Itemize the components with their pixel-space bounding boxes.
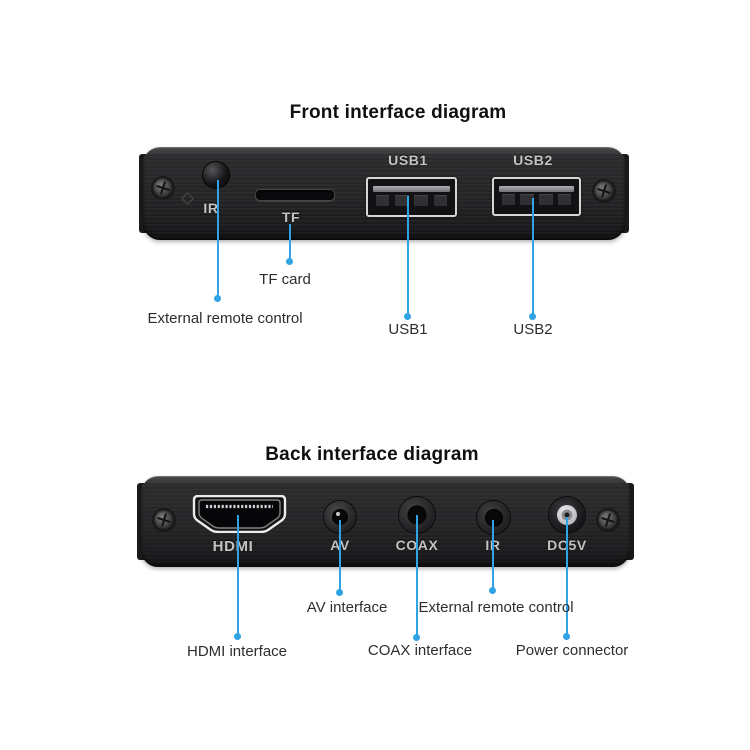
usb-tongue <box>373 186 450 192</box>
callout-line-usb2 <box>532 198 534 316</box>
callout-dot <box>404 313 411 320</box>
usb1-panel-label: USB1 <box>388 152 428 168</box>
callout-line-ir <box>492 520 494 590</box>
callout-dot <box>563 633 570 640</box>
callout-dot <box>286 258 293 265</box>
callout-dot <box>529 313 536 320</box>
callout-label-usb2: USB2 <box>513 321 553 338</box>
tf-panel-label: TF <box>281 209 301 225</box>
back-panel-device: HDMI AV COAX IR DC5V <box>141 476 630 567</box>
callout-label-tf-card: TF card <box>259 271 311 288</box>
front-section-title: Front interface diagram <box>289 102 507 123</box>
callout-dot <box>413 634 420 641</box>
callout-line-tf <box>289 224 291 261</box>
usb1-port-icon <box>366 177 457 217</box>
callout-label-external-remote-control: External remote control <box>418 599 574 616</box>
callout-label-hdmi-interface: HDMI interface <box>186 643 288 660</box>
tf-card-slot-icon <box>255 189 335 201</box>
screw-icon <box>594 181 614 201</box>
front-panel-device: IR TF USB1 USB2 <box>143 147 625 240</box>
screw-icon <box>598 510 618 530</box>
usb2-port-icon <box>492 177 581 216</box>
jack-hole <box>484 508 503 527</box>
callout-dot <box>489 587 496 594</box>
callout-line-av <box>339 520 341 592</box>
callout-label-power-connector: Power connector <box>515 642 629 659</box>
callout-line-dc5v <box>566 517 568 636</box>
callout-dot <box>214 295 221 302</box>
callout-line-hdmi <box>237 515 239 636</box>
ir-sensor-icon <box>203 162 229 188</box>
front-ir-panel-label: IR <box>203 200 219 216</box>
callout-label-external-remote-control: External remote control <box>147 310 303 327</box>
callout-dot <box>234 633 241 640</box>
jack-glint <box>336 512 340 516</box>
usb-contacts <box>375 194 448 206</box>
callout-label-coax-interface: COAX interface <box>367 642 473 659</box>
callout-dot <box>336 589 343 596</box>
hdmi-panel-label: HDMI <box>212 538 254 555</box>
hdmi-port-icon <box>192 495 287 533</box>
callout-label-av-interface: AV interface <box>306 599 388 616</box>
usb-contacts <box>501 194 572 205</box>
dc-hole <box>564 512 570 518</box>
screw-icon <box>153 178 173 198</box>
screw-icon <box>154 510 174 530</box>
back-section-title: Back interface diagram <box>265 444 479 465</box>
usb-tongue <box>499 186 574 192</box>
brand-mark-icon <box>181 192 194 205</box>
usb2-panel-label: USB2 <box>513 152 553 168</box>
callout-line-usb1 <box>407 196 409 316</box>
callout-label-usb1: USB1 <box>388 321 428 338</box>
callout-line-coax <box>416 515 418 637</box>
callout-line-ir <box>217 180 219 298</box>
